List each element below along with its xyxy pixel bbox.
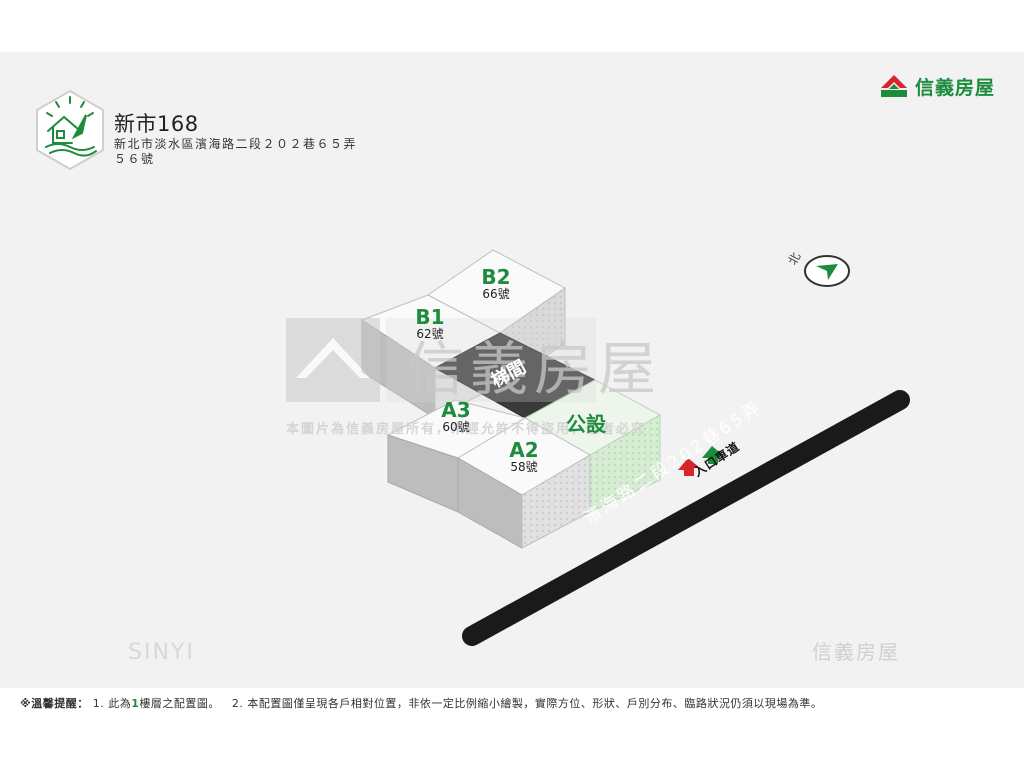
unit-number: 62號 bbox=[416, 327, 444, 341]
watermark-corner-left: SINYI bbox=[128, 640, 195, 665]
brand-logo: 信義房屋 bbox=[880, 72, 995, 100]
community-badge-icon bbox=[36, 89, 104, 171]
unit-a2-block bbox=[457, 417, 591, 549]
unit-code: A3 bbox=[441, 398, 471, 422]
unit-code: A2 bbox=[509, 438, 539, 462]
top-band bbox=[0, 0, 1024, 52]
road-bar bbox=[462, 390, 910, 646]
brand-name: 信義房屋 bbox=[915, 76, 996, 99]
watermark-wordmark: 信義房屋 bbox=[406, 335, 663, 403]
watermark-corner-right: 信義房屋 bbox=[812, 640, 900, 664]
unit-number: 66號 bbox=[482, 287, 510, 301]
watermark-notice: 本圖片為信義房屋所有，未經允許不得盜用，違者必究 bbox=[286, 422, 647, 437]
footer-item2: 2. 本配置圖僅呈現各戶相對位置，非依一定比例縮小繪製，實際方位、形狀、戶別分布… bbox=[231, 697, 823, 710]
brand-mark-icon bbox=[881, 75, 907, 97]
shared-area-block bbox=[523, 379, 662, 513]
unit-label-b2: B2 66號 bbox=[456, 266, 536, 301]
unit-label-a2: A2 58號 bbox=[484, 439, 564, 474]
watermark-logo-icon bbox=[286, 318, 596, 402]
unit-label-b1: B1 62號 bbox=[390, 306, 470, 341]
unit-code: B1 bbox=[415, 305, 445, 329]
unit-label-a3: A3 60號 bbox=[416, 399, 496, 434]
footer-item1-pre: 1. 此為 bbox=[92, 697, 132, 710]
bottom-band bbox=[0, 688, 1024, 768]
project-title: 新市168 bbox=[114, 112, 199, 136]
project-address: 新北市淡水區濱海路二段２０２巷６５弄５６號 bbox=[114, 137, 358, 166]
footer-reminder: ※溫馨提醒： 1. 此為1樓層之配置圖。 2. 本配置圖僅呈現各戶相對位置，非依… bbox=[20, 695, 822, 711]
entry-arrow-green-icon bbox=[702, 446, 724, 464]
unit-code: B2 bbox=[481, 265, 511, 289]
footer-item1-highlight: 1 bbox=[131, 697, 140, 710]
entry-arrow-red-icon bbox=[678, 458, 700, 476]
north-arrow-icon bbox=[804, 255, 850, 287]
unit-number: 60號 bbox=[442, 420, 470, 434]
unit-number: 58號 bbox=[510, 460, 538, 474]
footer-item1-post: 樓層之配置圖。 bbox=[139, 697, 220, 710]
shared-area-label: 公設 bbox=[566, 412, 606, 436]
footer-prefix: ※溫馨提醒： bbox=[20, 697, 89, 710]
